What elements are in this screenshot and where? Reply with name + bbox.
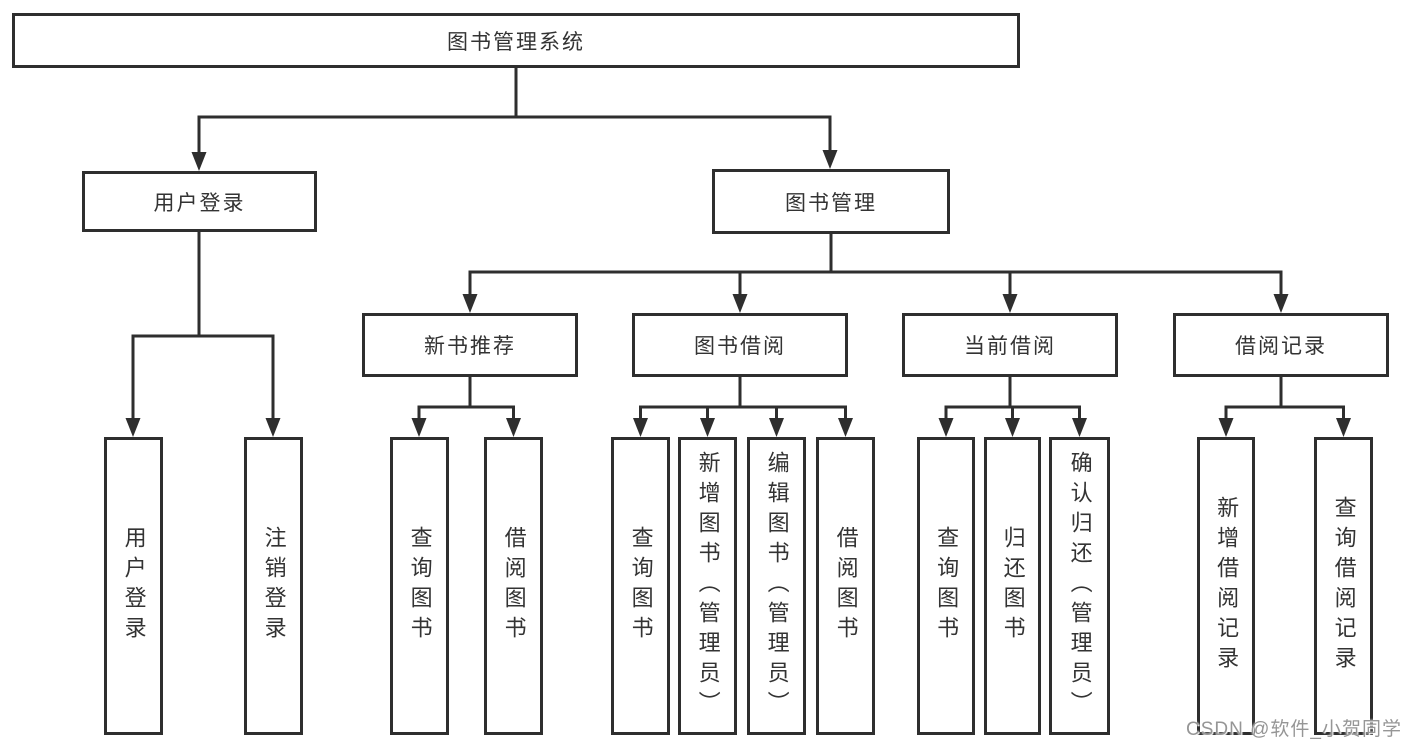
leaf-logout: 注销登录	[244, 437, 303, 735]
node-label: 借阅图书	[833, 526, 859, 646]
node-label: 查询图书	[407, 526, 433, 646]
node-label: 图书借阅	[694, 335, 786, 358]
node-label: 注销登录	[261, 526, 287, 646]
node-label: 查询图书	[934, 526, 960, 646]
node-book-borrowing: 图书借阅	[632, 313, 848, 377]
leaf-query-borrow-record: 查询借阅记录	[1314, 437, 1373, 735]
leaf-borrow-books: 借阅图书	[816, 437, 875, 735]
node-label: 新书推荐	[424, 335, 516, 358]
leaf-confirm-return-admin: 确认归还（管理员）	[1049, 437, 1110, 735]
leaf-return-books: 归还图书	[984, 437, 1041, 735]
node-label: 用户登录	[153, 191, 246, 215]
node-borrowing-records: 借阅记录	[1173, 313, 1389, 377]
node-label: 新增借阅记录	[1214, 496, 1240, 676]
leaf-query-books-recommend: 查询图书	[390, 437, 449, 735]
node-library-management-system: 图书管理系统	[12, 13, 1020, 68]
leaf-add-books-admin: 新增图书（管理员）	[678, 437, 737, 735]
leaf-borrow-books-recommend: 借阅图书	[484, 437, 543, 735]
node-label: 当前借阅	[964, 335, 1056, 358]
node-label: 借阅图书	[501, 526, 527, 646]
csdn-watermark: CSDN @软件_小贺同学	[1186, 719, 1402, 740]
leaf-add-borrow-record: 新增借阅记录	[1197, 437, 1255, 735]
node-label: 编辑图书（管理员）	[764, 451, 790, 721]
node-current-borrowing: 当前借阅	[902, 313, 1118, 377]
node-label: 借阅记录	[1235, 335, 1327, 358]
leaf-edit-books-admin: 编辑图书（管理员）	[747, 437, 806, 735]
node-label: 图书管理系统	[447, 30, 585, 54]
leaf-query-books-borrowing: 查询图书	[611, 437, 670, 735]
node-label: 新增图书（管理员）	[695, 451, 721, 721]
node-label: 查询图书	[628, 526, 654, 646]
node-label: 查询借阅记录	[1331, 496, 1357, 676]
node-label: 图书管理	[785, 191, 877, 215]
node-user-login: 用户登录	[82, 171, 317, 232]
leaf-user-login: 用户登录	[104, 437, 163, 735]
node-book-management: 图书管理	[712, 169, 950, 234]
node-label: 归还图书	[1000, 526, 1026, 646]
leaf-query-books-current: 查询图书	[917, 437, 975, 735]
node-new-book-recommendation: 新书推荐	[362, 313, 578, 377]
node-label: 确认归还（管理员）	[1067, 451, 1093, 721]
node-label: 用户登录	[121, 526, 147, 646]
